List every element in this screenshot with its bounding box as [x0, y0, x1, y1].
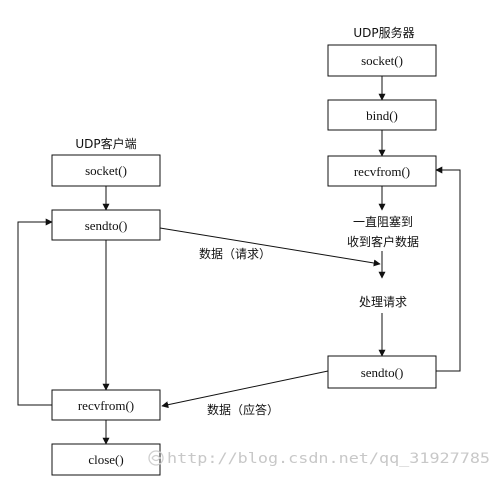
server-socket-box: socket() [327, 44, 437, 77]
arrow-server-loop-back [435, 166, 461, 372]
client-title: UDP客户端 [75, 136, 136, 151]
server-title: UDP服务器 [353, 25, 414, 40]
server-recvfrom-label: recvfrom() [354, 164, 410, 179]
watermark-logo-icon [148, 450, 164, 466]
client-socket-box: socket() [51, 154, 161, 187]
server-block-line2: 收到客户数据 [347, 234, 419, 249]
client-sendto-box: sendto() [51, 209, 161, 241]
watermark: http://blog.csdn.net/qq_31927785 [148, 450, 490, 467]
server-socket-label: socket() [361, 53, 403, 68]
client-sendto-label: sendto() [85, 218, 128, 233]
arrow-response-message [161, 370, 329, 409]
client-recvfrom-label: recvfrom() [78, 398, 134, 413]
client-close-box: close() [51, 443, 161, 476]
server-sendto-label: sendto() [361, 365, 404, 380]
arrow-request-message [159, 227, 381, 267]
client-close-label: close() [88, 452, 123, 467]
server-sendto-box: sendto() [327, 355, 437, 389]
response-message-label: 数据（应答） [207, 402, 279, 417]
server-bind-box: bind() [327, 99, 437, 131]
watermark-text: http://blog.csdn.net/qq_31927785 [167, 451, 490, 467]
client-recvfrom-box: recvfrom() [51, 389, 161, 421]
server-process-label: 处理请求 [359, 295, 407, 309]
server-bind-label: bind() [366, 108, 398, 123]
server-recvfrom-box: recvfrom() [327, 155, 437, 187]
arrow-client-loop-back [17, 218, 53, 406]
client-socket-label: socket() [85, 163, 127, 178]
request-message-label: 数据（请求） [199, 246, 271, 261]
server-block-line1: 一直阻塞到 [353, 214, 413, 229]
